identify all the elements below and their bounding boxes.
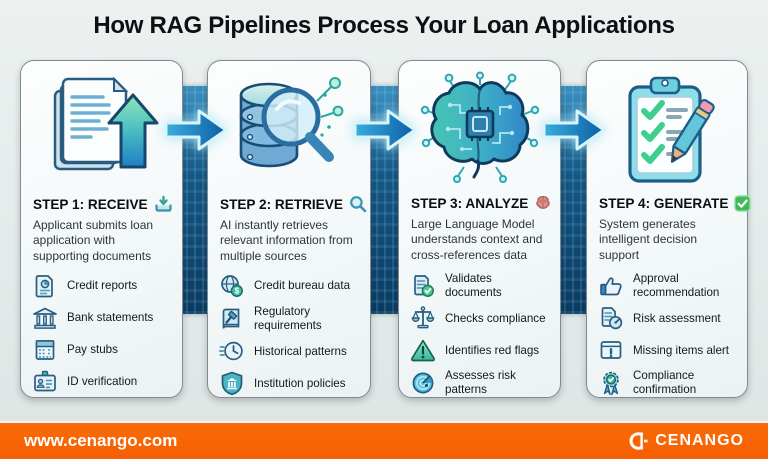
database-search-illustration: [208, 61, 370, 193]
list-item: Validates documents: [410, 272, 549, 299]
list-item-label: Identifies red flags: [445, 343, 540, 357]
checklist-pencil-illustration: [587, 61, 747, 193]
step-4-title: STEP 4: GENERATE: [599, 196, 729, 211]
list-item-label: Approval recommendation: [633, 272, 720, 299]
step-card-generate: STEP 4: GENERATE System generates intell…: [586, 60, 752, 398]
step-4-description: System generates intelligent decision su…: [599, 217, 698, 262]
step-2-items: $ Credit bureau data Regulatory requirem…: [219, 273, 359, 396]
list-item: Assesses risk patterns: [410, 369, 549, 396]
list-item: Compliance confirmation: [598, 369, 736, 396]
radar-icon: [412, 372, 434, 394]
step-card-receive: STEP 1: RECEIVE Applicant submits loan a…: [20, 60, 183, 398]
step-1-description: Applicant submits loan application with …: [33, 218, 154, 263]
list-item-label: Regulatory requirements: [254, 305, 322, 332]
report-gauge-icon: [601, 307, 623, 330]
brain-icon: [536, 195, 550, 209]
list-item: Pay stubs: [32, 337, 171, 363]
list-item: Credit reports: [32, 273, 171, 299]
step-3-title: STEP 3: ANALYZE: [411, 196, 529, 211]
flow-arrow-icon: [353, 109, 417, 151]
svg-text:$: $: [235, 287, 240, 296]
list-item: Regulatory requirements: [219, 305, 359, 332]
list-item-label: Bank statements: [67, 311, 154, 325]
credit-report-icon: [35, 275, 53, 298]
list-item-label: Risk assessment: [633, 311, 721, 325]
website-url: www.cenango.com: [24, 431, 178, 450]
list-item-label: Assesses risk patterns: [445, 369, 516, 397]
list-item: Approval recommendation: [598, 272, 736, 299]
magnifying-glass-icon: [349, 196, 367, 213]
list-item-label: Compliance confirmation: [633, 369, 697, 397]
step-2-title: STEP 2: RETRIEVE: [220, 196, 343, 212]
list-item: $ Credit bureau data: [219, 273, 359, 299]
warning-triangle-icon: [410, 340, 436, 362]
flow-arrow-icon: [164, 109, 228, 151]
documents-upload-illustration: [21, 61, 182, 193]
list-item-label: Validates documents: [445, 272, 502, 299]
step-3-header: STEP 3: ANALYZE: [411, 195, 550, 212]
list-item: Identifies red flags: [410, 337, 549, 363]
list-item: Bank statements: [32, 305, 171, 331]
brand-logo: CENANGO: [628, 431, 744, 451]
list-item-label: Historical patterns: [254, 344, 347, 358]
brand-name: CENANGO: [655, 432, 744, 449]
list-item-label: Credit bureau data: [254, 279, 351, 293]
list-item-label: Institution policies: [254, 376, 346, 390]
clock-history-icon: [219, 342, 243, 361]
bank-icon: [33, 307, 57, 329]
scales-icon: [411, 306, 435, 329]
globe-dollar-icon: $: [221, 275, 243, 298]
ai-brain-chip-illustration: [399, 61, 560, 193]
list-item-label: Credit reports: [67, 279, 138, 293]
law-book-gavel-icon: [222, 308, 240, 329]
step-1-header: STEP 1: RECEIVE: [33, 195, 172, 213]
green-check-square-icon: [734, 195, 752, 212]
cenango-logo-icon: [629, 432, 648, 450]
step-3-items: Validates documents Checks compliance: [410, 272, 549, 397]
list-item: ID verification: [32, 369, 171, 395]
step-4-items: Approval recommendation Risk assessment: [598, 272, 736, 397]
shield-bank-icon: [221, 372, 243, 396]
list-item: Checks compliance: [410, 305, 549, 331]
step-3-description: Large Language Model understands context…: [411, 217, 543, 262]
document-check-icon: [414, 274, 434, 297]
list-item-label: Missing items alert: [633, 343, 729, 357]
footer-bar: www.cenango.com CENANGO: [0, 421, 768, 459]
thumbs-up-icon: [600, 277, 622, 296]
list-item-label: Checks compliance: [445, 311, 546, 325]
step-1-title: STEP 1: RECEIVE: [33, 196, 148, 212]
list-item: Historical patterns: [219, 338, 359, 364]
page-title: How RAG Pipelines Process Your Loan Appl…: [93, 12, 675, 39]
list-item-label: Pay stubs: [67, 343, 118, 357]
step-2-description: AI instantly retrieves relevant informat…: [220, 218, 353, 263]
list-item: Risk assessment: [598, 305, 736, 331]
window-alert-icon: [600, 341, 622, 360]
list-item: Institution policies: [219, 370, 359, 396]
award-ribbon-icon: [603, 371, 619, 396]
step-card-analyze: STEP 3: ANALYZE Large Language Model und…: [398, 60, 561, 398]
flow-arrow-icon: [542, 109, 606, 151]
pay-stub-icon: [35, 340, 55, 360]
step-4-header: STEP 4: GENERATE: [599, 195, 752, 212]
id-card-icon: [34, 370, 56, 392]
list-item: Missing items alert: [598, 337, 736, 363]
step-1-items: Credit reports Bank statements: [32, 273, 171, 395]
list-item-label: ID verification: [67, 375, 138, 389]
step-2-header: STEP 2: RETRIEVE: [220, 195, 367, 213]
step-card-retrieve: STEP 2: RETRIEVE AI instantly retrieves …: [207, 60, 371, 398]
download-tray-icon: [154, 195, 172, 212]
